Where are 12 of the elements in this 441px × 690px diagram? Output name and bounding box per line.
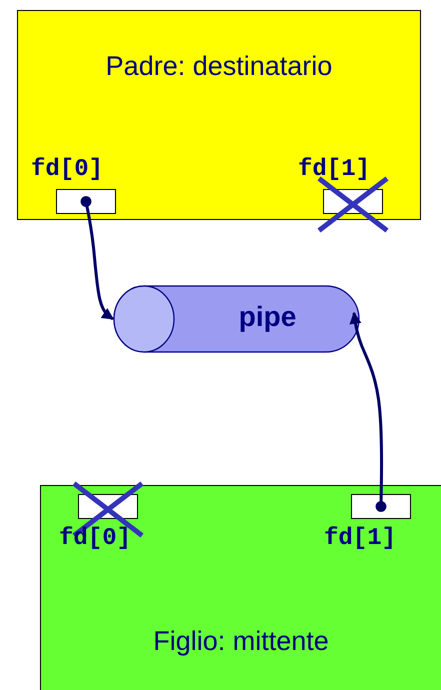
descriptor-label: fd[0] [31,156,104,183]
process-title: Figlio: mittente [152,626,330,657]
pipe-label: pipe [238,301,298,333]
arrow [349,312,386,512]
process-title: Padre: destinatario [104,51,334,82]
descriptor-label: fd[1] [324,525,396,552]
pipe-cylinder [113,285,360,353]
arrow [80,196,114,320]
process-panel [40,485,441,690]
process-panel [17,10,421,220]
descriptor-label: fd[1] [298,156,370,183]
descriptor-label: fd[0] [59,525,132,552]
